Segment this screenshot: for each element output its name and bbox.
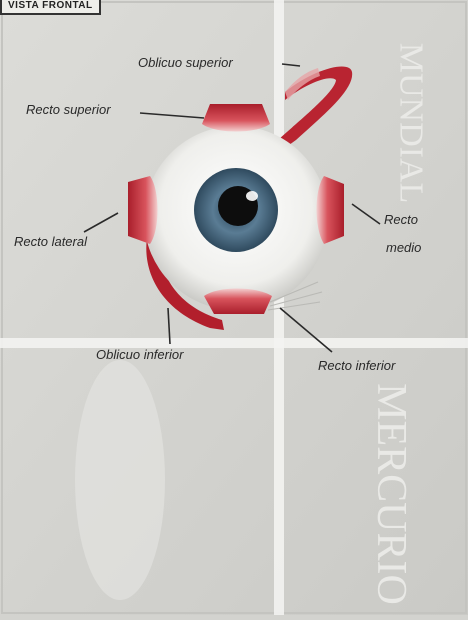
label-recto-inferior: Recto inferior xyxy=(318,358,395,373)
label-oblicuo-inferior: Oblicuo inferior xyxy=(96,347,183,362)
label-recto-superior: Recto superior xyxy=(26,102,111,117)
label-oblicuo-superior: Oblicuo superior xyxy=(138,55,233,70)
fold-line-horizontal xyxy=(0,338,468,348)
section-title: VISTA FRONTAL xyxy=(0,0,101,15)
label-recto-medio-line1: Recto xyxy=(384,212,418,227)
pupil-highlight xyxy=(246,191,258,201)
watermark-bottom: MERCURIO xyxy=(367,383,415,605)
superior-rectus-muscle xyxy=(202,104,270,132)
faint-background-shape xyxy=(75,360,165,600)
watermark-top: MUNDIAL xyxy=(391,43,429,204)
label-recto-medio-line2: medio xyxy=(386,240,421,255)
medial-rectus-muscle xyxy=(317,176,345,244)
label-recto-lateral: Recto lateral xyxy=(14,234,87,249)
lateral-rectus-muscle xyxy=(128,176,158,244)
inferior-rectus-muscle xyxy=(204,289,272,315)
